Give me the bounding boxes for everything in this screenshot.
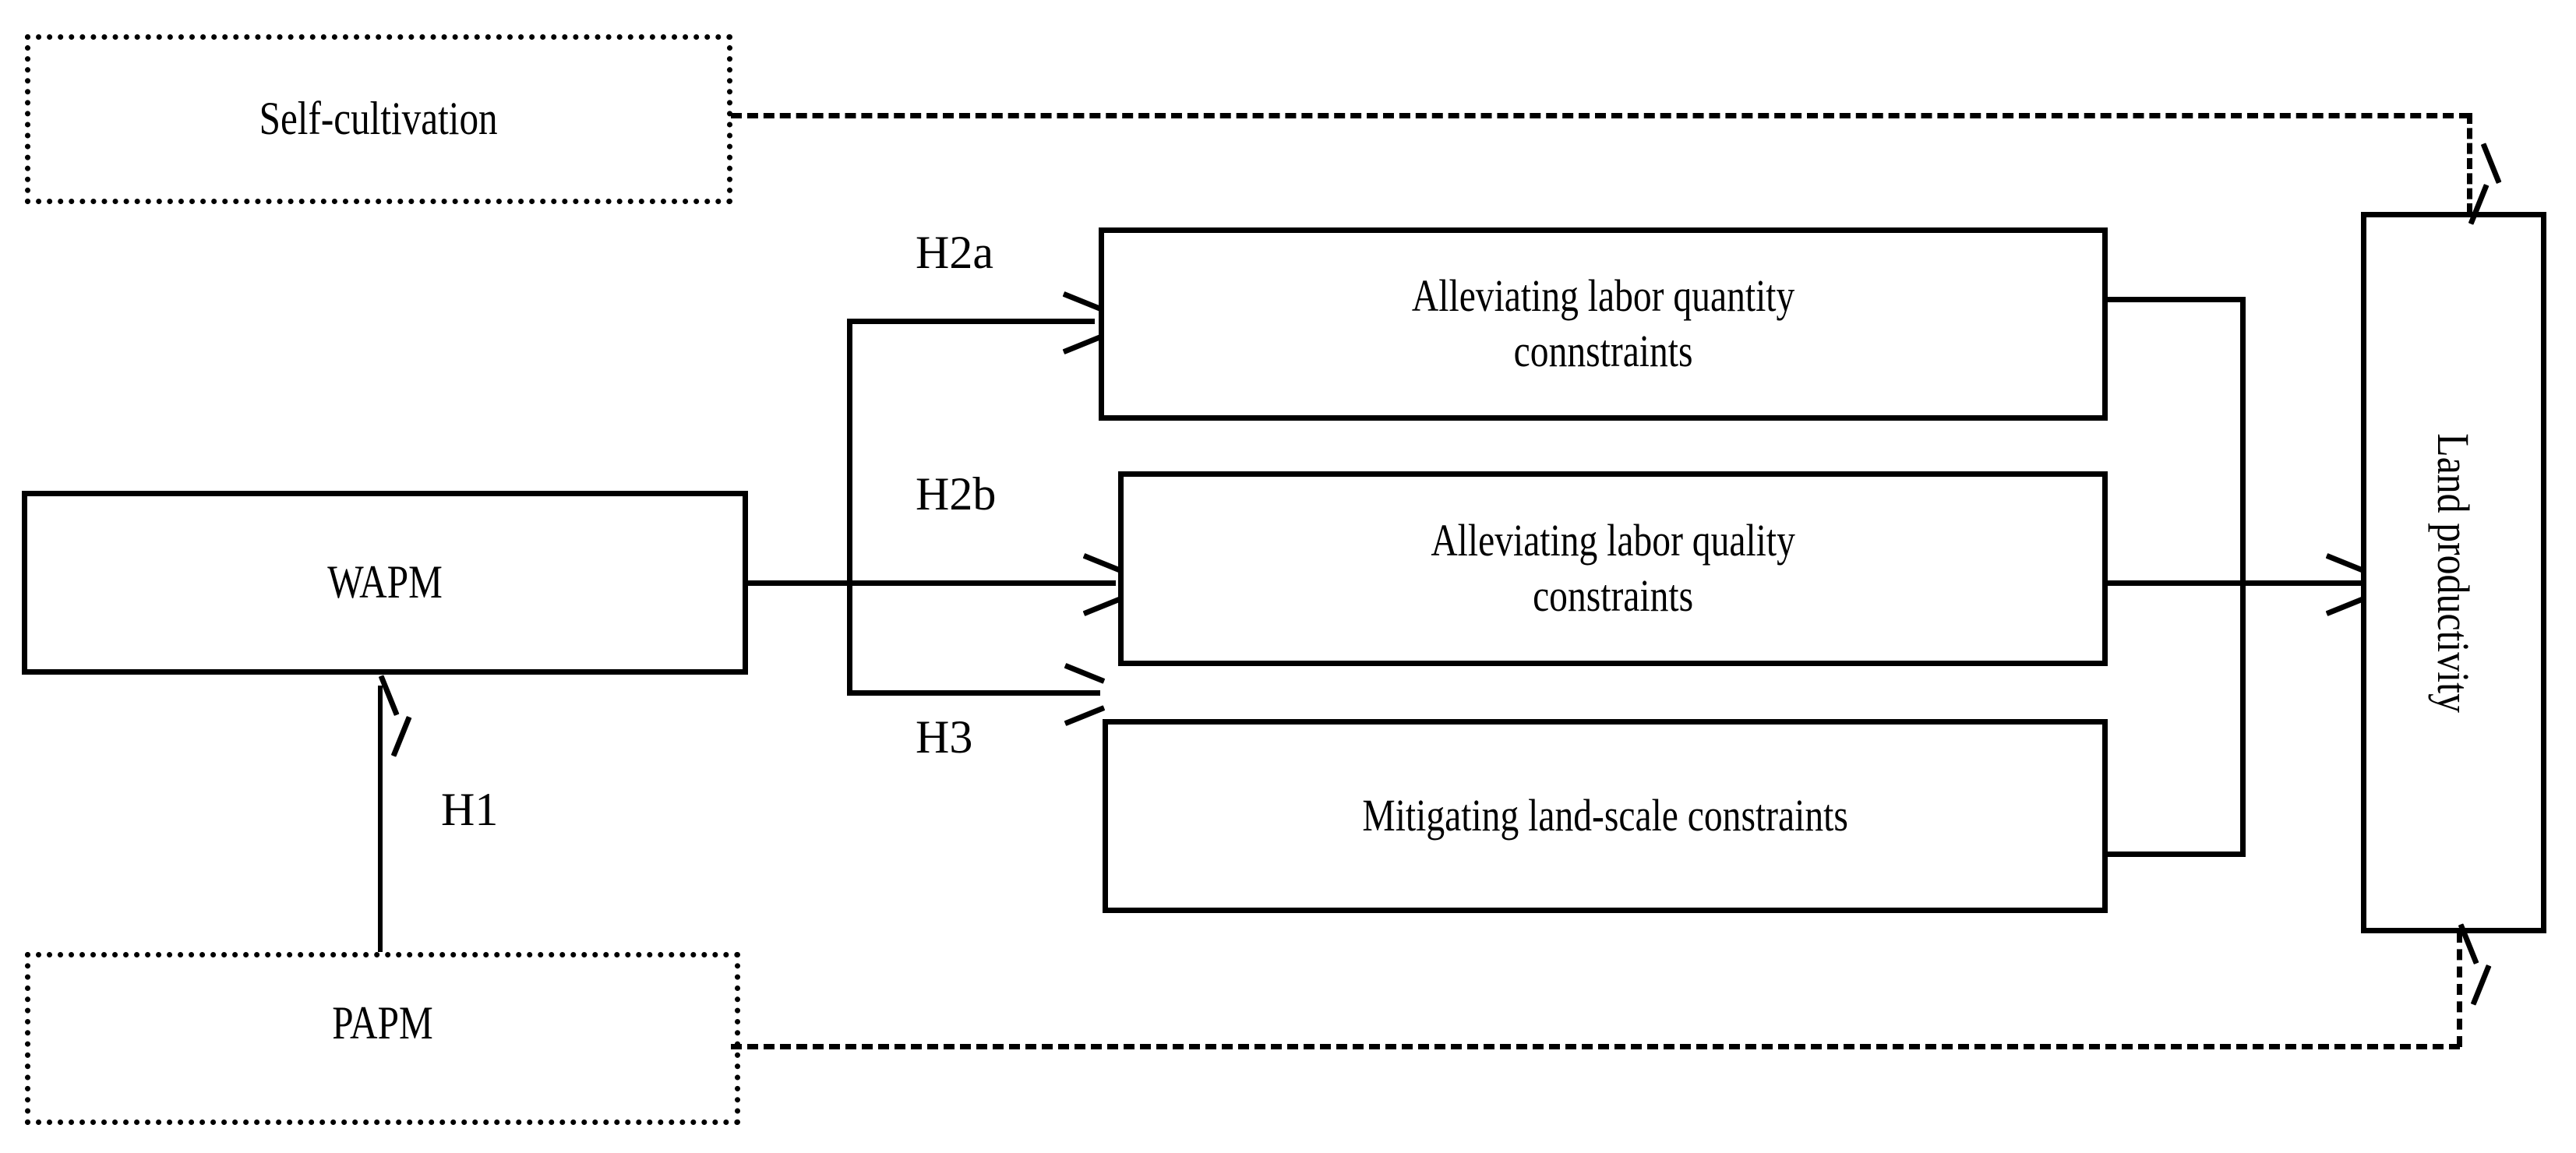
edge-label-h2b: H2b [916, 468, 997, 520]
node-mitigating-land-scale: Mitigating land-scale constraints [1103, 719, 2108, 913]
edge-wapm-out-stub [748, 580, 852, 586]
node-alleviating-labor-quantity-label: Alleviating labor quantity connstraints [1411, 270, 1795, 376]
edge-papm-to-land-productivity-hline [731, 1044, 2460, 1049]
node-land-productivity: Land productivity [2361, 212, 2546, 933]
node-mitigating-land-scale-label: Mitigating land-scale constraints [1362, 790, 1848, 841]
node-alleviating-labor-quality: Alleviating labor quality constraints [1118, 471, 2108, 666]
edge-wapm-to-labor-quantity-line [847, 319, 1095, 324]
edge-label-h3: H3 [916, 711, 973, 763]
edge-labor-quantity-out-line [2103, 297, 2245, 302]
node-self-cultivation: Self-cultivation [25, 34, 732, 204]
node-wapm-label: WAPM [327, 556, 443, 608]
edge-mediators-collector-bus [2240, 297, 2246, 857]
edge-wapm-to-labor-quality-line [847, 580, 1116, 586]
edge-wapm-distributor-bus [847, 321, 852, 696]
node-land-productivity-label: Land productivity [2428, 432, 2479, 713]
node-papm: PAPM [25, 952, 740, 1125]
edge-self-cultivation-to-land-productivity-vline [2467, 113, 2472, 214]
edge-papm-to-wapm-line [378, 686, 383, 952]
edge-mediators-to-land-productivity-line [2103, 580, 2361, 586]
edge-wapm-to-land-scale-line [847, 690, 1100, 696]
edge-papm-to-land-productivity-vline [2457, 932, 2462, 1047]
node-wapm: WAPM [22, 491, 748, 675]
node-self-cultivation-label: Self-cultivation [259, 93, 499, 145]
edge-land-scale-out-line [2103, 852, 2245, 857]
edge-label-h1: H1 [441, 784, 499, 835]
edge-self-cultivation-to-land-productivity-hline [731, 113, 2470, 118]
node-alleviating-labor-quality-label: Alleviating labor quality constraints [1431, 515, 1795, 621]
edge-label-h2a: H2a [916, 227, 993, 278]
node-alleviating-labor-quantity: Alleviating labor quantity connstraints [1099, 227, 2108, 421]
land-productivity-label-wrap: Land productivity [2366, 217, 2541, 928]
node-papm-label: PAPM [332, 997, 433, 1049]
